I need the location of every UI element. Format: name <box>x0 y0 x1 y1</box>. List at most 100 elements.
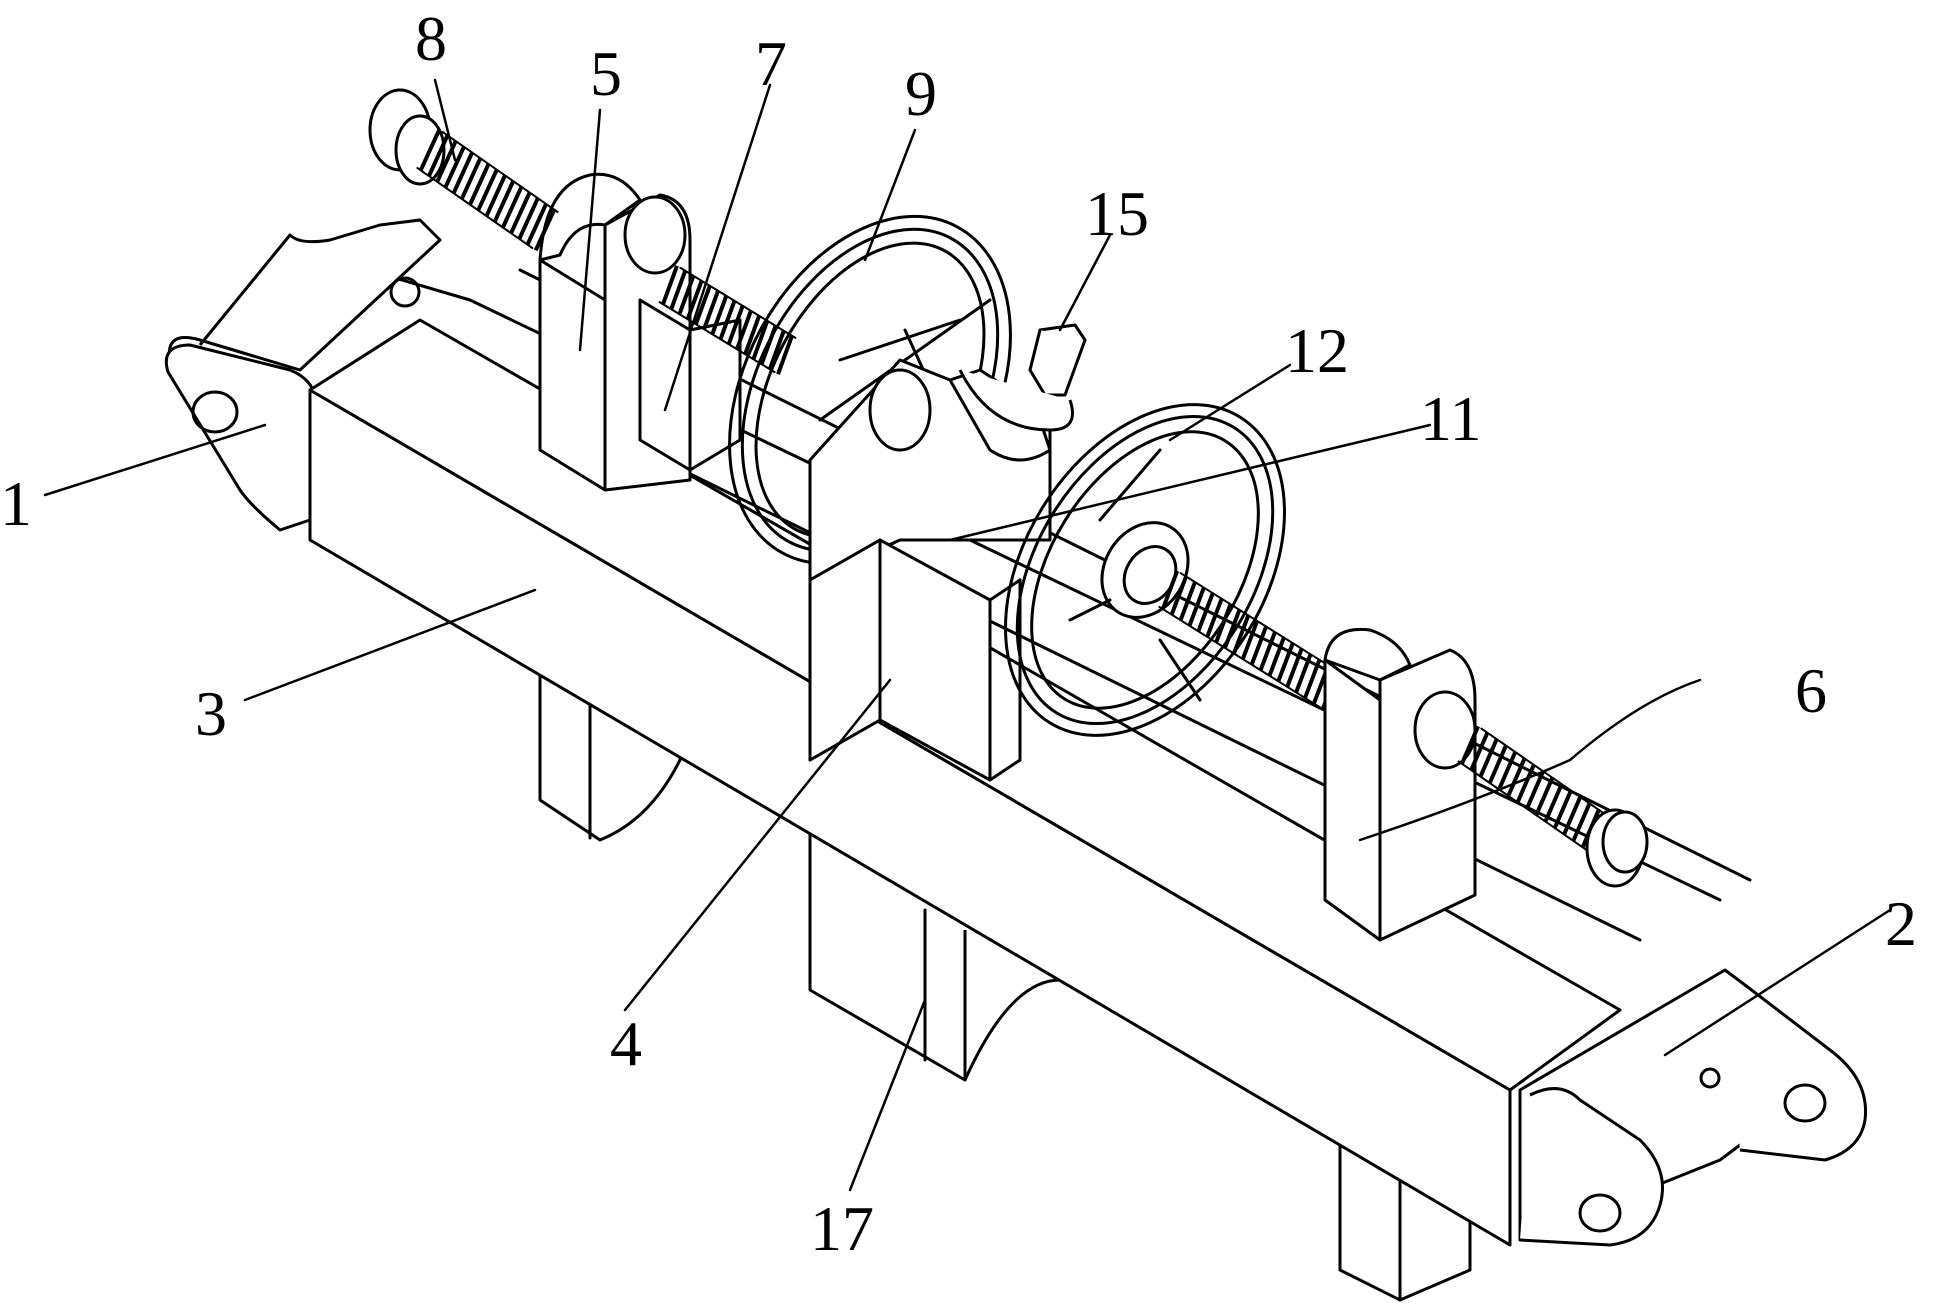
label-4: 4 <box>610 1008 642 1079</box>
thread-tooth <box>710 295 729 335</box>
thread-tooth <box>418 128 442 172</box>
label-2: 2 <box>1885 888 1917 959</box>
thread-tooth <box>459 157 483 200</box>
thread-tooth <box>735 310 753 350</box>
leader-12 <box>1168 363 1292 442</box>
left-threaded-rod <box>368 88 559 252</box>
thread-tooth <box>1249 625 1268 666</box>
thread-tooth <box>1525 770 1545 810</box>
thread-tooth <box>533 208 557 252</box>
center-clamp <box>808 323 1087 582</box>
thread-edge <box>1179 572 1342 675</box>
thread-tooth <box>1571 802 1592 842</box>
thread-tooth <box>1478 738 1499 778</box>
inner-bracket <box>638 298 742 472</box>
leader-8 <box>433 78 457 162</box>
right-upright <box>1323 627 1477 942</box>
thread-tooth <box>1285 647 1304 688</box>
thread-tooth <box>1552 789 1573 829</box>
label-8: 8 <box>415 3 447 74</box>
thread-tooth <box>1562 796 1583 836</box>
thread-tooth <box>476 168 499 212</box>
thread-tooth <box>1169 575 1188 616</box>
leader-7 <box>663 83 772 412</box>
thread-tooth <box>1487 744 1508 784</box>
callout-labels: 1 2 3 4 5 6 7 8 9 11 12 15 17 <box>0 3 1917 1264</box>
thread-tooth <box>1543 783 1564 823</box>
thread-tooth <box>525 203 548 246</box>
label-9: 9 <box>905 58 937 129</box>
thread-tooth <box>443 145 466 189</box>
leader-11 <box>948 423 1432 542</box>
right-threaded-rod <box>1158 570 1342 710</box>
leader-9 <box>863 128 917 262</box>
thread-tooth <box>743 315 762 355</box>
thread-tooth <box>1294 653 1313 694</box>
label-15: 15 <box>1085 178 1149 249</box>
leader-4 <box>623 678 892 1012</box>
left-end-plate <box>164 218 442 532</box>
leader-1 <box>43 423 267 497</box>
label-17: 17 <box>810 1193 874 1264</box>
thread-tooth <box>468 163 491 206</box>
thread-tooth <box>767 330 786 370</box>
thread-tooth <box>451 151 474 195</box>
thread-tooth <box>1223 609 1242 649</box>
thread-tooth <box>685 280 704 320</box>
label-6: 6 <box>1795 655 1827 726</box>
thread-tooth <box>776 335 794 375</box>
thread-tooth <box>1232 614 1251 655</box>
thread-tooth <box>501 185 524 229</box>
leader-6 <box>1358 678 1702 842</box>
middle-threaded-rod <box>658 265 797 375</box>
thread-tooth <box>1497 751 1518 791</box>
thread-tooth <box>1160 570 1180 610</box>
thread-tooth <box>693 285 712 325</box>
thread-tooth <box>1515 764 1536 804</box>
leader-2 <box>1663 908 1892 1057</box>
leader-lines <box>43 78 1892 1192</box>
thread-tooth <box>1534 776 1555 816</box>
leader-15 <box>1058 233 1112 332</box>
thread-edge <box>1457 760 1590 853</box>
label-11: 11 <box>1420 383 1482 454</box>
thread-tooth <box>427 134 450 177</box>
thread-tooth <box>669 270 688 310</box>
right-rod-end <box>1457 725 1649 888</box>
thread-tooth <box>1506 757 1527 797</box>
thread-tooth <box>677 275 696 315</box>
thread-tooth <box>661 265 679 305</box>
thread-tooth <box>1205 597 1224 638</box>
label-3: 3 <box>195 678 227 749</box>
thread-tooth <box>726 305 745 345</box>
thread-tooth <box>1214 603 1233 644</box>
label-1: 1 <box>0 468 32 539</box>
thread-tooth <box>1276 642 1295 683</box>
label-5: 5 <box>590 38 622 109</box>
thread-tooth <box>517 197 540 240</box>
right-end-plate <box>1518 968 1868 1247</box>
thread-edge <box>441 130 559 213</box>
thread-tooth <box>702 290 720 330</box>
thread-tooth <box>1178 581 1197 621</box>
thread-tooth <box>1267 636 1286 677</box>
thread-tooth <box>1240 620 1260 660</box>
thread-tooth <box>1187 586 1206 627</box>
thread-tooth <box>1303 659 1322 699</box>
thread-tooth <box>1196 592 1215 633</box>
thread-tooth <box>1258 631 1277 671</box>
thread-edge <box>1158 605 1321 708</box>
label-12: 12 <box>1285 315 1349 386</box>
label-7: 7 <box>755 28 787 99</box>
thread-tooth <box>751 320 770 360</box>
thread-tooth <box>718 300 737 340</box>
thread-tooth <box>492 180 516 223</box>
thread-tooth <box>509 191 532 235</box>
leader-5 <box>578 108 602 352</box>
leader-17 <box>848 998 927 1192</box>
thread-tooth <box>1469 731 1490 771</box>
thread-tooth <box>1460 725 1480 765</box>
lower-supports <box>538 670 1472 1302</box>
thread-tooth <box>484 174 507 217</box>
